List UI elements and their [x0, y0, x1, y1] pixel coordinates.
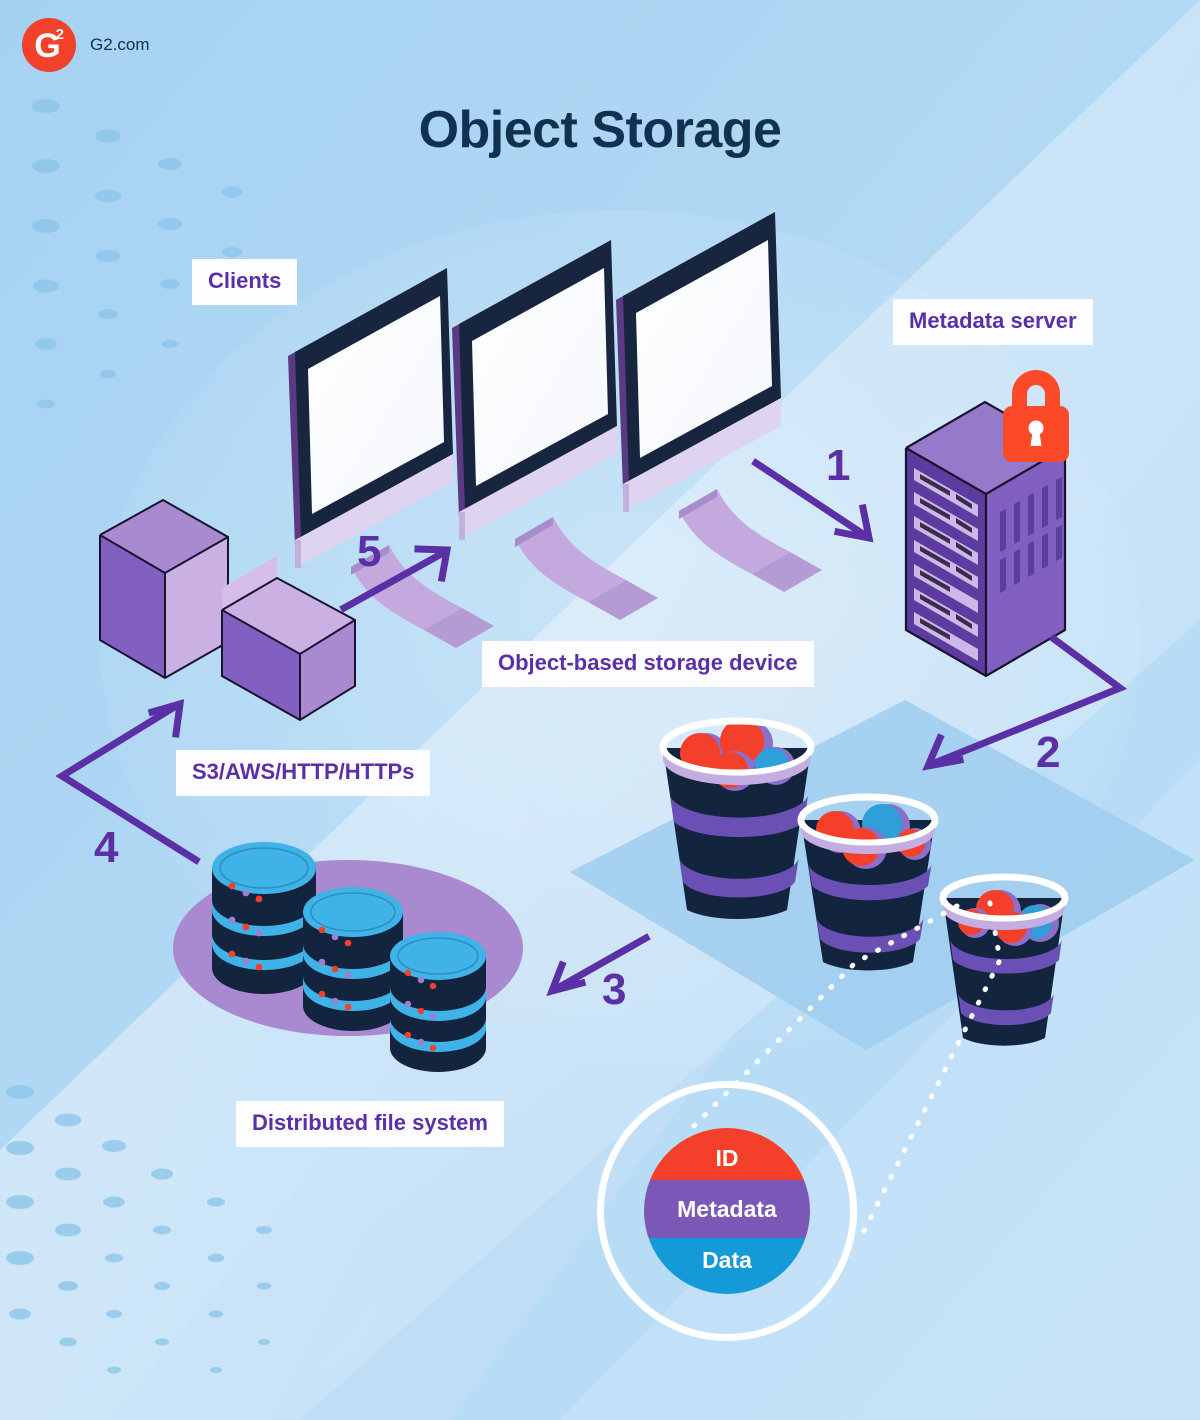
object-bucket[interactable]: [659, 717, 815, 919]
client-monitor[interactable]: [616, 212, 822, 592]
label-metadata-server: Metadata server: [893, 299, 1093, 345]
g2-logo-glyph: G: [34, 27, 60, 65]
object-composition-callout: ID Metadata Data: [597, 1081, 857, 1341]
step-number-4: 4: [94, 823, 119, 872]
g2-logo-icon: G 2: [22, 18, 76, 72]
label-distributed-file-system: Distributed file system: [236, 1101, 504, 1147]
composition-band-data: Data: [644, 1238, 810, 1294]
label-protocols: S3/AWS/HTTP/HTTPs: [176, 750, 431, 796]
step-number-3: 3: [602, 965, 627, 1014]
metadata-server-rack[interactable]: [904, 400, 1067, 678]
database-cylinder[interactable]: [303, 887, 403, 1031]
page-title: Object Storage: [418, 101, 782, 159]
label-object-based-storage-device: Object-based storage device: [482, 641, 814, 687]
step-number-1: 1: [826, 441, 851, 490]
protocol-cube[interactable]: [99, 498, 229, 680]
composition-band-metadata: Metadata: [644, 1180, 810, 1238]
callout-leader-lines: [687, 900, 1003, 1238]
client-monitor[interactable]: [288, 268, 494, 648]
object-bucket[interactable]: [939, 873, 1069, 1046]
flow-arrows: [55, 458, 1128, 997]
label-clients: Clients: [192, 259, 298, 305]
g2-logo-superscript: 2: [55, 26, 64, 43]
step-number-5: 5: [357, 527, 382, 576]
database-cylinder[interactable]: [390, 932, 486, 1072]
object-composition-disc: ID Metadata Data: [644, 1128, 810, 1294]
padlock-icon: [1003, 370, 1069, 462]
brand-logo[interactable]: G 2 G2.com: [22, 18, 150, 72]
brand-name: G2.com: [90, 35, 150, 54]
database-cylinder[interactable]: [212, 842, 316, 994]
dot-pattern-top-left: [32, 99, 243, 409]
protocol-wedge[interactable]: [221, 556, 356, 722]
composition-band-id: ID: [644, 1128, 810, 1180]
dot-pattern-bottom-left: [6, 1085, 272, 1374]
client-monitor[interactable]: [452, 240, 658, 620]
object-bucket[interactable]: [797, 793, 939, 971]
step-number-2: 2: [1036, 728, 1061, 777]
